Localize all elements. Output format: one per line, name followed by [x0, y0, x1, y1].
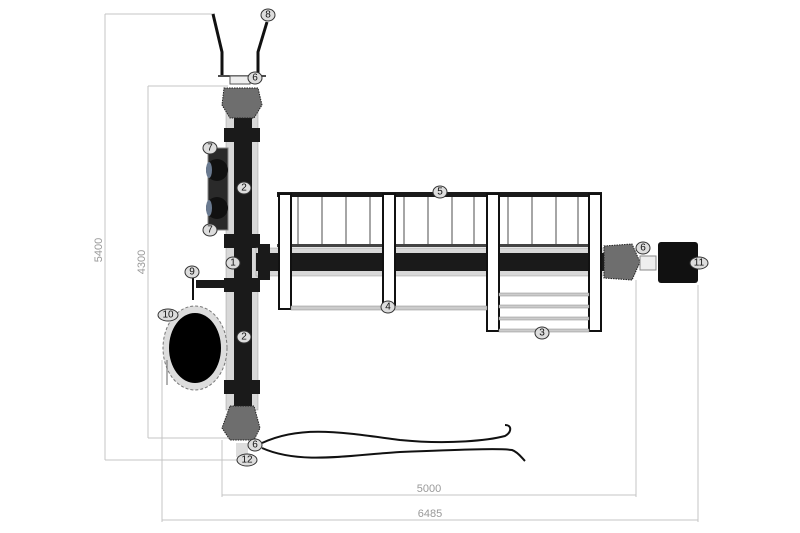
callout-10: 10 [157, 308, 179, 322]
svg-text:6: 6 [252, 440, 258, 451]
bottom-cushion [221, 405, 261, 441]
battle-ropes [261, 424, 526, 462]
handlebars [211, 13, 269, 77]
box-11 [658, 242, 698, 283]
callout-6-right: 6 [635, 241, 651, 255]
svg-text:11: 11 [694, 258, 705, 269]
callout-5: 5 [432, 185, 448, 199]
anchor-12 [236, 443, 248, 457]
callout-9: 9 [184, 265, 200, 279]
svg-text:2: 2 [241, 183, 247, 194]
callouts: 8 6 7 7 2 1 9 10 2 5 4 3 6 11 6 12 [157, 8, 709, 467]
trampoline [162, 305, 228, 391]
right-cushion [603, 243, 641, 281]
callout-3: 3 [534, 326, 550, 340]
right-clamp [639, 255, 657, 271]
svg-text:6: 6 [252, 73, 258, 84]
svg-text:7: 7 [207, 225, 213, 236]
svg-text:6: 6 [640, 243, 646, 254]
svg-text:9: 9 [189, 267, 195, 278]
bar-3 [498, 292, 590, 333]
svg-text:1: 1 [230, 258, 236, 269]
callout-2-bottom: 2 [236, 330, 252, 344]
callout-7-top: 7 [202, 141, 218, 155]
top-cushion [221, 87, 263, 119]
dimension-inner-width: 5000 [417, 483, 441, 495]
svg-text:8: 8 [265, 10, 271, 21]
callout-4: 4 [380, 300, 396, 314]
dimension-inner-height: 4300 [136, 250, 148, 274]
svg-text:4: 4 [385, 302, 391, 313]
svg-text:5: 5 [437, 187, 443, 198]
callout-8: 8 [260, 8, 276, 22]
svg-text:10: 10 [162, 310, 174, 321]
callout-1: 1 [225, 256, 241, 270]
callout-12: 12 [236, 453, 258, 467]
svg-text:12: 12 [241, 455, 253, 466]
dimension-overall-height: 5400 [93, 238, 105, 262]
callout-2-top: 2 [236, 181, 252, 195]
svg-text:2: 2 [241, 332, 247, 343]
top-clamp [229, 75, 251, 85]
callout-6-top: 6 [247, 71, 263, 85]
dimension-overall-width: 6485 [418, 508, 442, 520]
dimension-lines [104, 13, 699, 522]
svg-text:3: 3 [539, 328, 545, 339]
callout-6-bottom: 6 [247, 438, 263, 452]
side-arm [192, 278, 228, 300]
horizontal-beam [255, 244, 607, 280]
callout-11: 11 [689, 256, 709, 270]
callout-7-bottom: 7 [202, 223, 218, 237]
weight-plates [206, 147, 229, 231]
svg-text:7: 7 [207, 143, 213, 154]
